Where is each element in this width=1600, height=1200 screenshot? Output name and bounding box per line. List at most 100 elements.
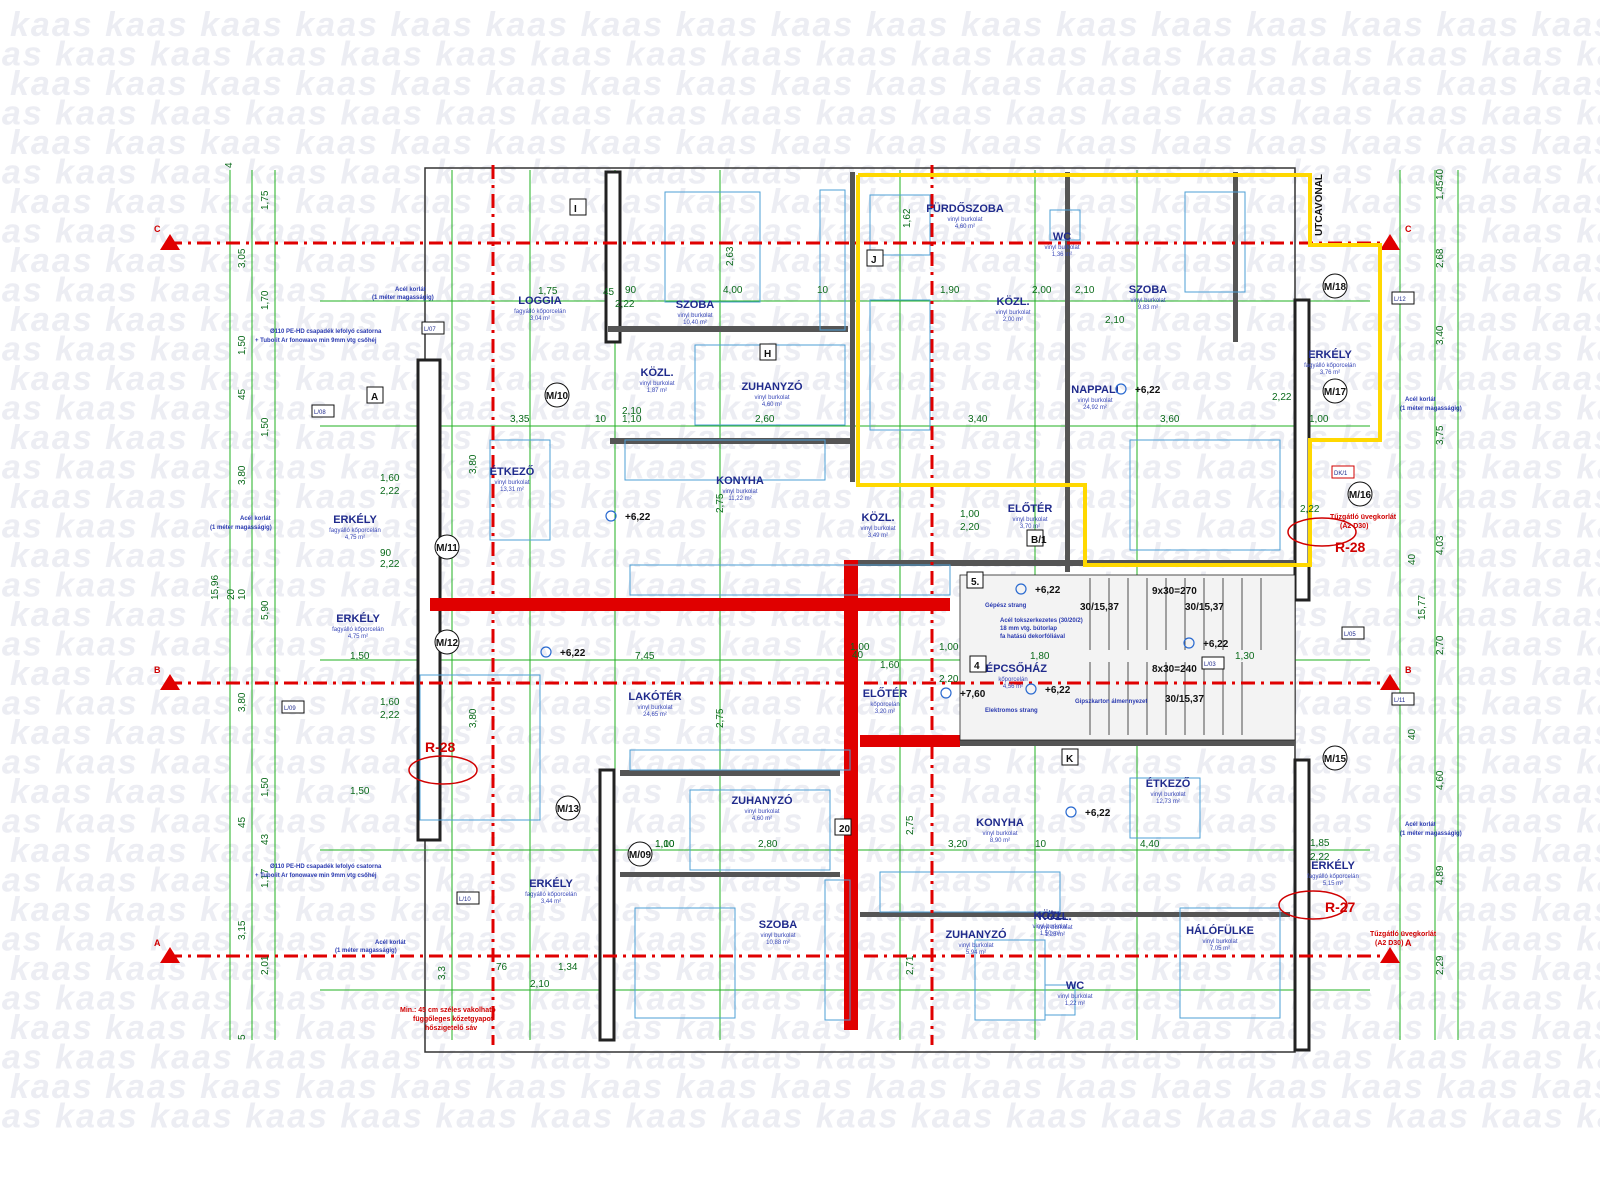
room-material: vinyl burkolat: [639, 381, 674, 387]
dimension-internal: 90: [380, 548, 392, 559]
watermark-text: kaas kaas kaas kaas kaas kaas kaas kaas …: [10, 1068, 1600, 1106]
room-area: 3,44 m²: [541, 899, 561, 905]
dimension-internal: 2,75: [905, 815, 916, 835]
element-tag: L/11: [1394, 698, 1406, 704]
room-name: ELŐTÉR: [863, 687, 908, 700]
room-name: ELŐTÉR: [1008, 502, 1053, 515]
room-name: ZUHANYZÓ: [945, 928, 1007, 941]
tag-shape: [1347, 481, 1373, 507]
room-area: 7,05 m²: [1210, 946, 1230, 952]
walls: [416, 170, 1311, 1052]
tag-shape: [834, 818, 852, 836]
axis-label-c-left: C: [154, 224, 161, 234]
dimension-internal: 2,71: [905, 955, 916, 975]
dimension-internal: 1,85: [1310, 838, 1330, 849]
level-mark: +6,22: [1035, 585, 1061, 596]
room-area: 11,22 m²: [728, 496, 751, 502]
axis-label-b-left: B: [154, 665, 161, 675]
room-material: fagyálló kőporcelán: [1304, 363, 1356, 369]
dimension-internal: 1,34: [558, 962, 578, 973]
stair-top-count: 9x30=270: [1152, 586, 1197, 597]
element-tag: M/13: [557, 804, 580, 815]
level-marker-icon: [1015, 583, 1027, 595]
dimension-internal: 1,10: [655, 839, 675, 850]
level-mark: +7,60: [960, 689, 986, 700]
note-downpipe-top-2: + Tubolit Ar fonowave min 9mm vtg csőhéj: [255, 338, 377, 344]
dimension-internal: 7,45: [635, 651, 655, 662]
dimension-left: 5: [237, 1034, 248, 1040]
room-material: vinyl burkolat: [995, 310, 1030, 316]
dimension-left: 3,80: [237, 465, 248, 485]
note-downpipe-bottom-2: + Tubolit Ar fonowave min 9mm vtg csőhéj: [255, 873, 377, 879]
reference-r28-left: R-28: [425, 739, 456, 755]
section-references: R-28 R-28 R-27: [408, 517, 1366, 920]
room-material: kőporcelán: [870, 702, 899, 708]
dimension-right: 4,60: [1435, 770, 1446, 790]
dimension-internal: 2,22: [380, 559, 400, 570]
dimension-internal: 4,40: [1140, 839, 1160, 850]
watermark-text: kaas kaas kaas kaas kaas kaas kaas kaas …: [0, 508, 1600, 546]
tag-shape: [1341, 626, 1365, 640]
dimension-left: 45: [237, 816, 248, 828]
room-name: SZOBA: [1129, 284, 1168, 296]
dimension-internal: 3,20: [948, 839, 968, 850]
level-mark: +6,22: [1045, 685, 1071, 696]
room-material: vinyl burkolat: [958, 943, 993, 949]
stair-bottom-count: 8x30=240: [1152, 664, 1197, 675]
tag-shape: [966, 571, 984, 589]
element-tag: L/03: [1204, 662, 1216, 668]
watermark-text: kaas kaas kaas kaas kaas kaas kaas kaas …: [0, 36, 1600, 74]
dimension-left: 4: [224, 162, 235, 168]
dimension-internal: 3,80: [468, 708, 479, 728]
note-mechanical: Gépész strang: [985, 603, 1027, 609]
element-tags: IJHAKM/09M/10M/11M/12M/13M/15M/16M/17M/1…: [281, 198, 1415, 905]
dimension-internal: 3,3: [437, 966, 448, 980]
room-material: vinyl burkolat: [677, 313, 712, 319]
dimension-left: 3,05: [237, 248, 248, 268]
note-railing-height-right-top: (1 méter magasságig): [1400, 406, 1462, 412]
dimension-internal: 10: [595, 414, 607, 425]
level-marker-icon: [1025, 683, 1037, 695]
tag-shape: [434, 534, 460, 560]
dimension-right: 1,45: [1435, 180, 1446, 200]
tag-shape: [434, 629, 460, 655]
tag-shape: [1391, 692, 1415, 706]
room-name: ÉTKEZŐ: [1146, 777, 1191, 790]
room-name: KÖZL.: [1034, 909, 1067, 922]
room-name: KÖZL.: [862, 511, 895, 524]
dimension-internal: 2,80: [758, 839, 778, 850]
tag-shape: [366, 386, 384, 404]
dimension-internal: 10: [817, 285, 829, 296]
room-material: vinyl burkolat: [1077, 398, 1112, 404]
room-name: WC: [1066, 980, 1084, 992]
highlighted-apartment-outline: [856, 173, 1382, 567]
room-area: 13,31 m²: [500, 487, 524, 493]
tag-shape: [421, 321, 445, 335]
room-name: SZOBA: [759, 919, 798, 931]
dimension-right: 3,75: [1435, 425, 1446, 445]
note-railing-top-left: Acél korlát: [395, 287, 426, 293]
axis-label-a-left: A: [154, 938, 161, 948]
dimension-internal: 76: [496, 962, 508, 973]
level-marker-icon: [940, 687, 952, 699]
note-railing-height-right-bottom: (1 méter magasságig): [1400, 831, 1462, 837]
street-line-label: UTCAVONAL: [1314, 174, 1325, 236]
room-name: ERKÉLY: [1308, 348, 1352, 361]
room-material: vinyl burkolat: [1032, 924, 1067, 930]
element-tag: L/12: [1394, 297, 1406, 303]
room-area: 3,04 m²: [530, 316, 550, 322]
dimension-right: 40: [1435, 168, 1446, 180]
element-tag: 20: [839, 824, 851, 835]
dimension-internal: 1,50: [350, 786, 370, 797]
note-downpipe-top-1: Ø110 PE-HD csapadék lefolyó csatorna: [270, 329, 382, 335]
room-material: vinyl burkolat: [754, 395, 789, 401]
tag-shape: [627, 841, 653, 867]
watermark-text: kaas kaas kaas kaas kaas kaas kaas kaas …: [0, 154, 1600, 192]
room-material: kőporcelán: [998, 677, 1027, 683]
